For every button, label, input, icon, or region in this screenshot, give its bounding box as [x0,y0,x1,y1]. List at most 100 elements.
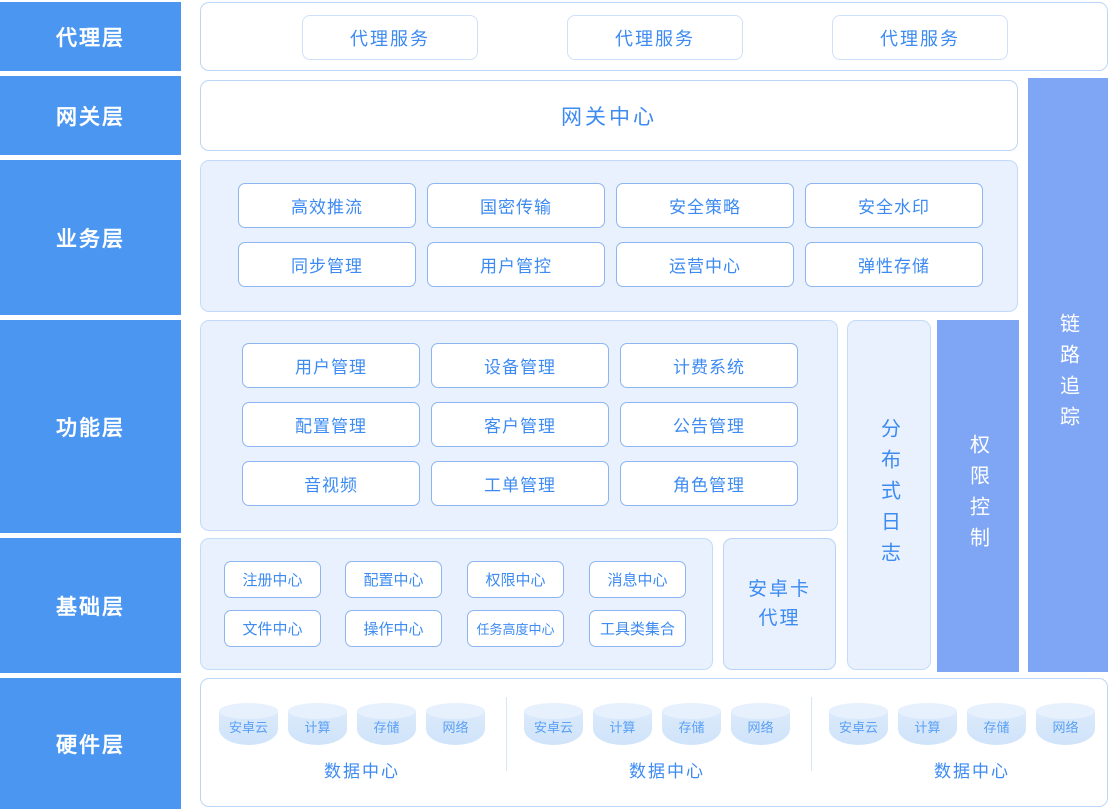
function-cell-label: 设备管理 [484,358,556,377]
permission-control-label: 权限控制 [966,434,989,558]
function-cell-kehuguanli[interactable]: 客户管理 [431,402,609,447]
layer-band-agent[interactable]: 代理层 [0,2,181,71]
function-cell-jiaoseguanli[interactable]: 角色管理 [620,461,798,506]
node-cylinder-wangluo[interactable]: 网络 [1036,703,1095,745]
business-cell-yonghuguankong[interactable]: 用户管控 [427,242,605,287]
android-card-agent-line1: 安卓卡 [747,578,811,600]
layer-band-label: 硬件层 [56,733,125,757]
function-cell-gongdanguanli[interactable]: 工单管理 [431,461,609,506]
data-center-divider-1 [506,697,507,771]
basic-cell-peizhizhongxin[interactable]: 配置中心 [345,561,442,598]
function-cell-label: 客户管理 [484,417,556,436]
node-cylinder-anzhuoyun[interactable]: 安卓云 [829,703,888,745]
function-cell-label: 音视频 [304,476,358,495]
distributed-log-column[interactable]: 分布式日志 [847,320,931,670]
business-cell-label: 弹性存储 [858,257,930,276]
node-label: 网络 [442,720,469,735]
layer-band-function[interactable]: 功能层 [0,320,181,533]
business-cell-tanxingcunchu[interactable]: 弹性存储 [805,242,983,287]
basic-cell-zhucezhongxin[interactable]: 注册中心 [224,561,321,598]
hardware-layer-container: 安卓云 计算 存储 网络 数据中心 [200,678,1108,807]
link-tracing-column[interactable]: 链路追踪 [1028,78,1108,672]
node-label: 安卓云 [533,720,573,735]
cylinder-top [662,703,721,719]
node-label: 安卓云 [838,720,878,735]
function-cell-label: 工单管理 [484,476,556,495]
function-cell-label: 公告管理 [673,417,745,436]
business-cell-yunyingzhongxin[interactable]: 运营中心 [616,242,794,287]
business-cell-guomichuanshu[interactable]: 国密传输 [427,183,605,228]
cylinder-top [288,703,347,719]
basic-cell-gongjuleijihe[interactable]: 工具类集合 [589,610,686,647]
node-cylinder-jisuan[interactable]: 计算 [288,703,347,745]
node-cylinder-wangluo[interactable]: 网络 [731,703,790,745]
data-center-nodes: 安卓云 计算 存储 网络 [524,703,790,745]
business-cell-anquanshuiyin[interactable]: 安全水印 [805,183,983,228]
agent-service-card-2[interactable]: 代理服务 [567,15,743,60]
cylinder-top [426,703,485,719]
agent-layer-container: 代理服务 代理服务 代理服务 [200,2,1108,71]
layer-band-label: 网关层 [56,105,125,129]
cylinder-top [219,703,278,719]
basic-cell-wenjianzhongxin[interactable]: 文件中心 [224,610,321,647]
layer-band-hardware[interactable]: 硬件层 [0,678,181,809]
node-cylinder-anzhuoyun[interactable]: 安卓云 [524,703,583,745]
business-cell-label: 高效推流 [291,198,363,217]
node-cylinder-jisuan[interactable]: 计算 [898,703,957,745]
basic-cell-xiaoxizhongxin[interactable]: 消息中心 [589,561,686,598]
cylinder-top [593,703,652,719]
layer-band-gateway[interactable]: 网关层 [0,76,181,155]
basic-layer-group: 注册中心 配置中心 权限中心 消息中心 文件中心 操作中心 任务高度中心 工具类… [200,538,713,670]
function-cell-peizhiguanli[interactable]: 配置管理 [242,402,420,447]
function-cell-yonghuguanli[interactable]: 用户管理 [242,343,420,388]
function-cell-shebeiguanli[interactable]: 设备管理 [431,343,609,388]
node-label: 存储 [373,720,400,735]
node-cylinder-cunchu[interactable]: 存储 [967,703,1026,745]
node-cylinder-wangluo[interactable]: 网络 [426,703,485,745]
node-cylinder-anzhuoyun[interactable]: 安卓云 [219,703,278,745]
node-cylinder-cunchu[interactable]: 存储 [357,703,416,745]
layer-band-label: 代理层 [56,26,125,50]
function-cell-label: 角色管理 [673,476,745,495]
gateway-center-label: 网关中心 [561,105,657,129]
function-cell-gonggaoguanli[interactable]: 公告管理 [620,402,798,447]
gateway-center-card[interactable]: 网关中心 [200,80,1018,151]
business-cell-tongbuguanli[interactable]: 同步管理 [238,242,416,287]
basic-cell-label: 配置中心 [363,572,424,589]
node-cylinder-jisuan[interactable]: 计算 [593,703,652,745]
node-label: 计算 [304,720,331,735]
layer-band-label: 功能层 [56,416,125,440]
node-label: 计算 [914,720,941,735]
agent-service-card-3[interactable]: 代理服务 [832,15,1008,60]
function-cell-yinshipin[interactable]: 音视频 [242,461,420,506]
node-label: 安卓云 [228,720,268,735]
business-cell-label: 运营中心 [669,257,741,276]
node-label: 存储 [678,720,705,735]
cylinder-top [967,703,1026,719]
node-label: 存储 [983,720,1010,735]
agent-service-card-1[interactable]: 代理服务 [302,15,478,60]
cylinder-top [357,703,416,719]
basic-cell-quanxianzhongxin[interactable]: 权限中心 [467,561,564,598]
basic-cell-label: 权限中心 [485,572,546,589]
business-cell-gaoxiaotuiliu[interactable]: 高效推流 [238,183,416,228]
permission-control-column[interactable]: 权限控制 [937,320,1019,672]
basic-cell-renwugaoduzhongxin[interactable]: 任务高度中心 [467,610,564,647]
android-card-agent-box[interactable]: 安卓卡 代理 [723,538,836,670]
basic-cell-label: 注册中心 [242,572,303,589]
data-center-label: 数据中心 [934,762,1010,781]
function-cell-jifeixitong[interactable]: 计费系统 [620,343,798,388]
basic-cell-label: 任务高度中心 [476,622,555,637]
link-tracing-label: 链路追踪 [1056,313,1079,437]
cylinder-top [829,703,888,719]
layer-band-basic[interactable]: 基础层 [0,538,181,673]
basic-cell-caozuozhongxin[interactable]: 操作中心 [345,610,442,647]
data-center-label: 数据中心 [324,762,400,781]
agent-service-label: 代理服务 [880,28,960,49]
business-cell-anquancelue[interactable]: 安全策略 [616,183,794,228]
node-cylinder-cunchu[interactable]: 存储 [662,703,721,745]
layer-band-business[interactable]: 业务层 [0,160,181,315]
cylinder-top [524,703,583,719]
function-cell-label: 用户管理 [295,358,367,377]
